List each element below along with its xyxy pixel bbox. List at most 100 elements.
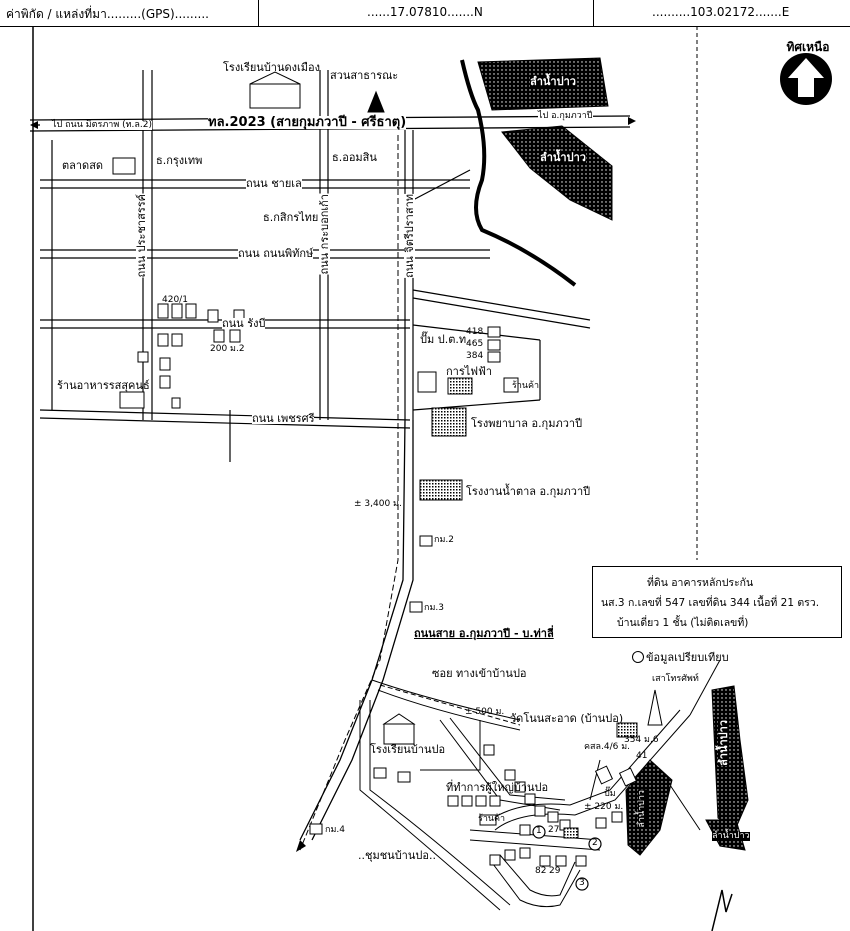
label-420: 420/1 — [162, 295, 188, 305]
sugar-factory-building — [419, 479, 463, 501]
marker-2 — [588, 837, 602, 851]
tower-shape — [647, 689, 663, 726]
numbered-markers — [532, 825, 602, 891]
hospital-building — [431, 407, 467, 437]
label-km3: กม.3 — [424, 603, 444, 613]
collateral-building — [563, 827, 579, 839]
label-dist-220: ± 220 ม. — [584, 802, 624, 812]
label-water: ปั๊ม — [604, 789, 616, 799]
lake-road — [689, 659, 721, 716]
marker-1 — [532, 825, 546, 839]
label-h354: 354 ม.6 — [624, 735, 659, 745]
label-bank-omsin: ธ.ออมสิน — [332, 151, 377, 164]
dashed-route — [299, 135, 399, 851]
label-lake-3: ลำน้ำปาว — [717, 720, 730, 766]
label-soi: ซอย ทางเข้าบ้านปอ — [432, 667, 527, 680]
label-h29: 29 — [549, 866, 561, 876]
label-community: ..ชุมชนบ้านปอ.. — [358, 849, 436, 862]
latitude-cell: ......17.07810.......N — [258, 0, 594, 26]
label-power-office: การไฟฟ้า — [446, 365, 493, 378]
label-h41: 41 — [636, 751, 648, 761]
header-bar: ค่าพิกัด / แหล่งที่มา.........(GPS).....… — [0, 0, 850, 27]
label-dist-500: ± 500 ม. — [465, 707, 505, 717]
label-marker-1: 1 — [536, 826, 542, 836]
label-gas-ptt: ปั๊ม ป.ต.ท. — [420, 333, 470, 346]
label-to-kumphawapi: ไป อ.กุมภวาปี — [538, 111, 593, 121]
label-market: ตลาดสด — [62, 159, 104, 172]
main-road-south — [299, 419, 414, 841]
label-h4-6: คสล.4/6 ม. — [584, 742, 631, 752]
label-465: 465 — [466, 339, 484, 349]
temple-building — [616, 722, 638, 738]
market-building — [112, 157, 136, 175]
soi-village — [371, 679, 521, 731]
legend-box: ที่ดิน อาคารหลักประกัน นส.3 ก.เลขที่ 547… — [592, 566, 842, 638]
legend-line-3: บ้านเดี่ยว 1 ชั้น (ไม่ติดเลขที่) — [617, 617, 749, 629]
km3-marker — [409, 601, 423, 613]
label-h82: 82 — [535, 866, 547, 876]
label-418: 418 — [466, 327, 484, 337]
label-bank-krungthep: ธ.กรุงเทพ — [156, 154, 203, 167]
longitude-value: ..........103.02172.......E — [652, 5, 790, 19]
label-hospital: โรงพยาบาล อ.กุมภวาปี — [471, 417, 583, 430]
label-park: สวนสาธารณะ — [330, 69, 399, 82]
km4-marker — [309, 823, 323, 835]
school-village-building — [383, 723, 415, 745]
buildings — [112, 71, 663, 867]
label-road-phithak: ถนน ถนนพิทักษ์ — [238, 247, 314, 260]
arrow-west — [30, 121, 38, 129]
north-label-box: ทิศเหนือ — [780, 38, 836, 57]
label-highway: ทล.2023 (สายกุมภวาปี - ศรีธาตุ) — [208, 115, 407, 130]
reference-circle-icon — [632, 651, 644, 663]
signature-mark — [711, 889, 733, 931]
label-road-chaikla: ถนน ชายเล — [246, 177, 302, 190]
latitude-value: ......17.07810.......N — [367, 5, 483, 19]
reference-label: ข้อมูลเปรียบเทียบ — [646, 651, 729, 664]
label-km2: กม.2 — [434, 535, 454, 545]
power-office-building — [447, 377, 473, 395]
arrow-east — [628, 117, 636, 125]
legend-line-2: นส.3 ก.เลขที่ 547 เลขที่ดิน 344 เนื้อที่… — [601, 597, 820, 609]
label-road-krabok: ถนน กระบอกเก้า — [318, 194, 331, 275]
marker-3 — [575, 877, 589, 891]
reference-label-row: ข้อมูลเปรียบเทียบ — [632, 648, 729, 666]
label-temple: วัดโนนสะอาด (บ้านปอ) — [510, 712, 624, 725]
label-marker-3: 3 — [579, 878, 585, 888]
restaurant-building — [119, 391, 145, 409]
legend-line-1: ที่ดิน อาคารหลักประกัน — [647, 577, 754, 589]
school-town-roof — [249, 71, 301, 85]
coord-source: ค่าพิกัด / แหล่งที่มา.........(GPS).....… — [6, 7, 209, 21]
label-200: 200 ม.2 — [210, 344, 245, 354]
label-sugar-factory: โรงงานน้ำตาล อ.กุมภวาปี — [466, 485, 591, 498]
label-restaurant: ร้านอาหารรสสุคนธ์ — [57, 379, 150, 392]
label-to-udon: ไป ถนน มิตรภาพ (ท.ล.2) — [52, 120, 153, 130]
label-school-town: โรงเรียนบ้านดงเมือง — [223, 61, 321, 74]
label-shop-village: ร้านค้า — [478, 814, 506, 824]
label-bank-kasikorn: ธ.กสิกรไทย — [263, 211, 319, 224]
label-road-rangapee: ถนน รังบี — [222, 317, 266, 330]
school-village-roof — [382, 713, 416, 725]
river — [460, 59, 577, 287]
lake-shape-2 — [501, 125, 613, 221]
label-lake-5: ลำน้ำปาว — [712, 831, 750, 841]
park-tree — [367, 90, 385, 113]
north-arrow-icon — [780, 53, 832, 105]
north-label: ทิศเหนือ — [786, 40, 830, 54]
label-lake-2: ลำน้ำปาว — [540, 151, 586, 164]
label-marker-2: 2 — [592, 838, 598, 848]
longitude-cell: ..........103.02172.......E — [593, 0, 850, 26]
label-headman: ที่ทำการผู้ใหญ่บ้านปอ — [446, 781, 549, 794]
km2-marker — [419, 535, 433, 547]
label-shop: ร้านค้า — [512, 381, 540, 391]
label-road-jitri: ถนน จิตรีปราสาท — [403, 194, 416, 278]
label-dist-3400: ± 3,400 ม. — [354, 499, 402, 509]
school-town-building — [249, 83, 301, 109]
label-h27: 27 — [548, 825, 560, 835]
label-384: 384 — [466, 351, 484, 361]
label-lake-4: ลำน้ำปาว — [637, 790, 647, 828]
label-road-sri: ถนน เพชรศรี — [252, 412, 315, 425]
label-tower: เสาโทรศัพท์ — [652, 674, 699, 684]
label-school-village: โรงเรียนบ้านปอ — [370, 743, 446, 756]
label-road-pracha: ถนน ประชาสรรค์ — [135, 194, 148, 278]
